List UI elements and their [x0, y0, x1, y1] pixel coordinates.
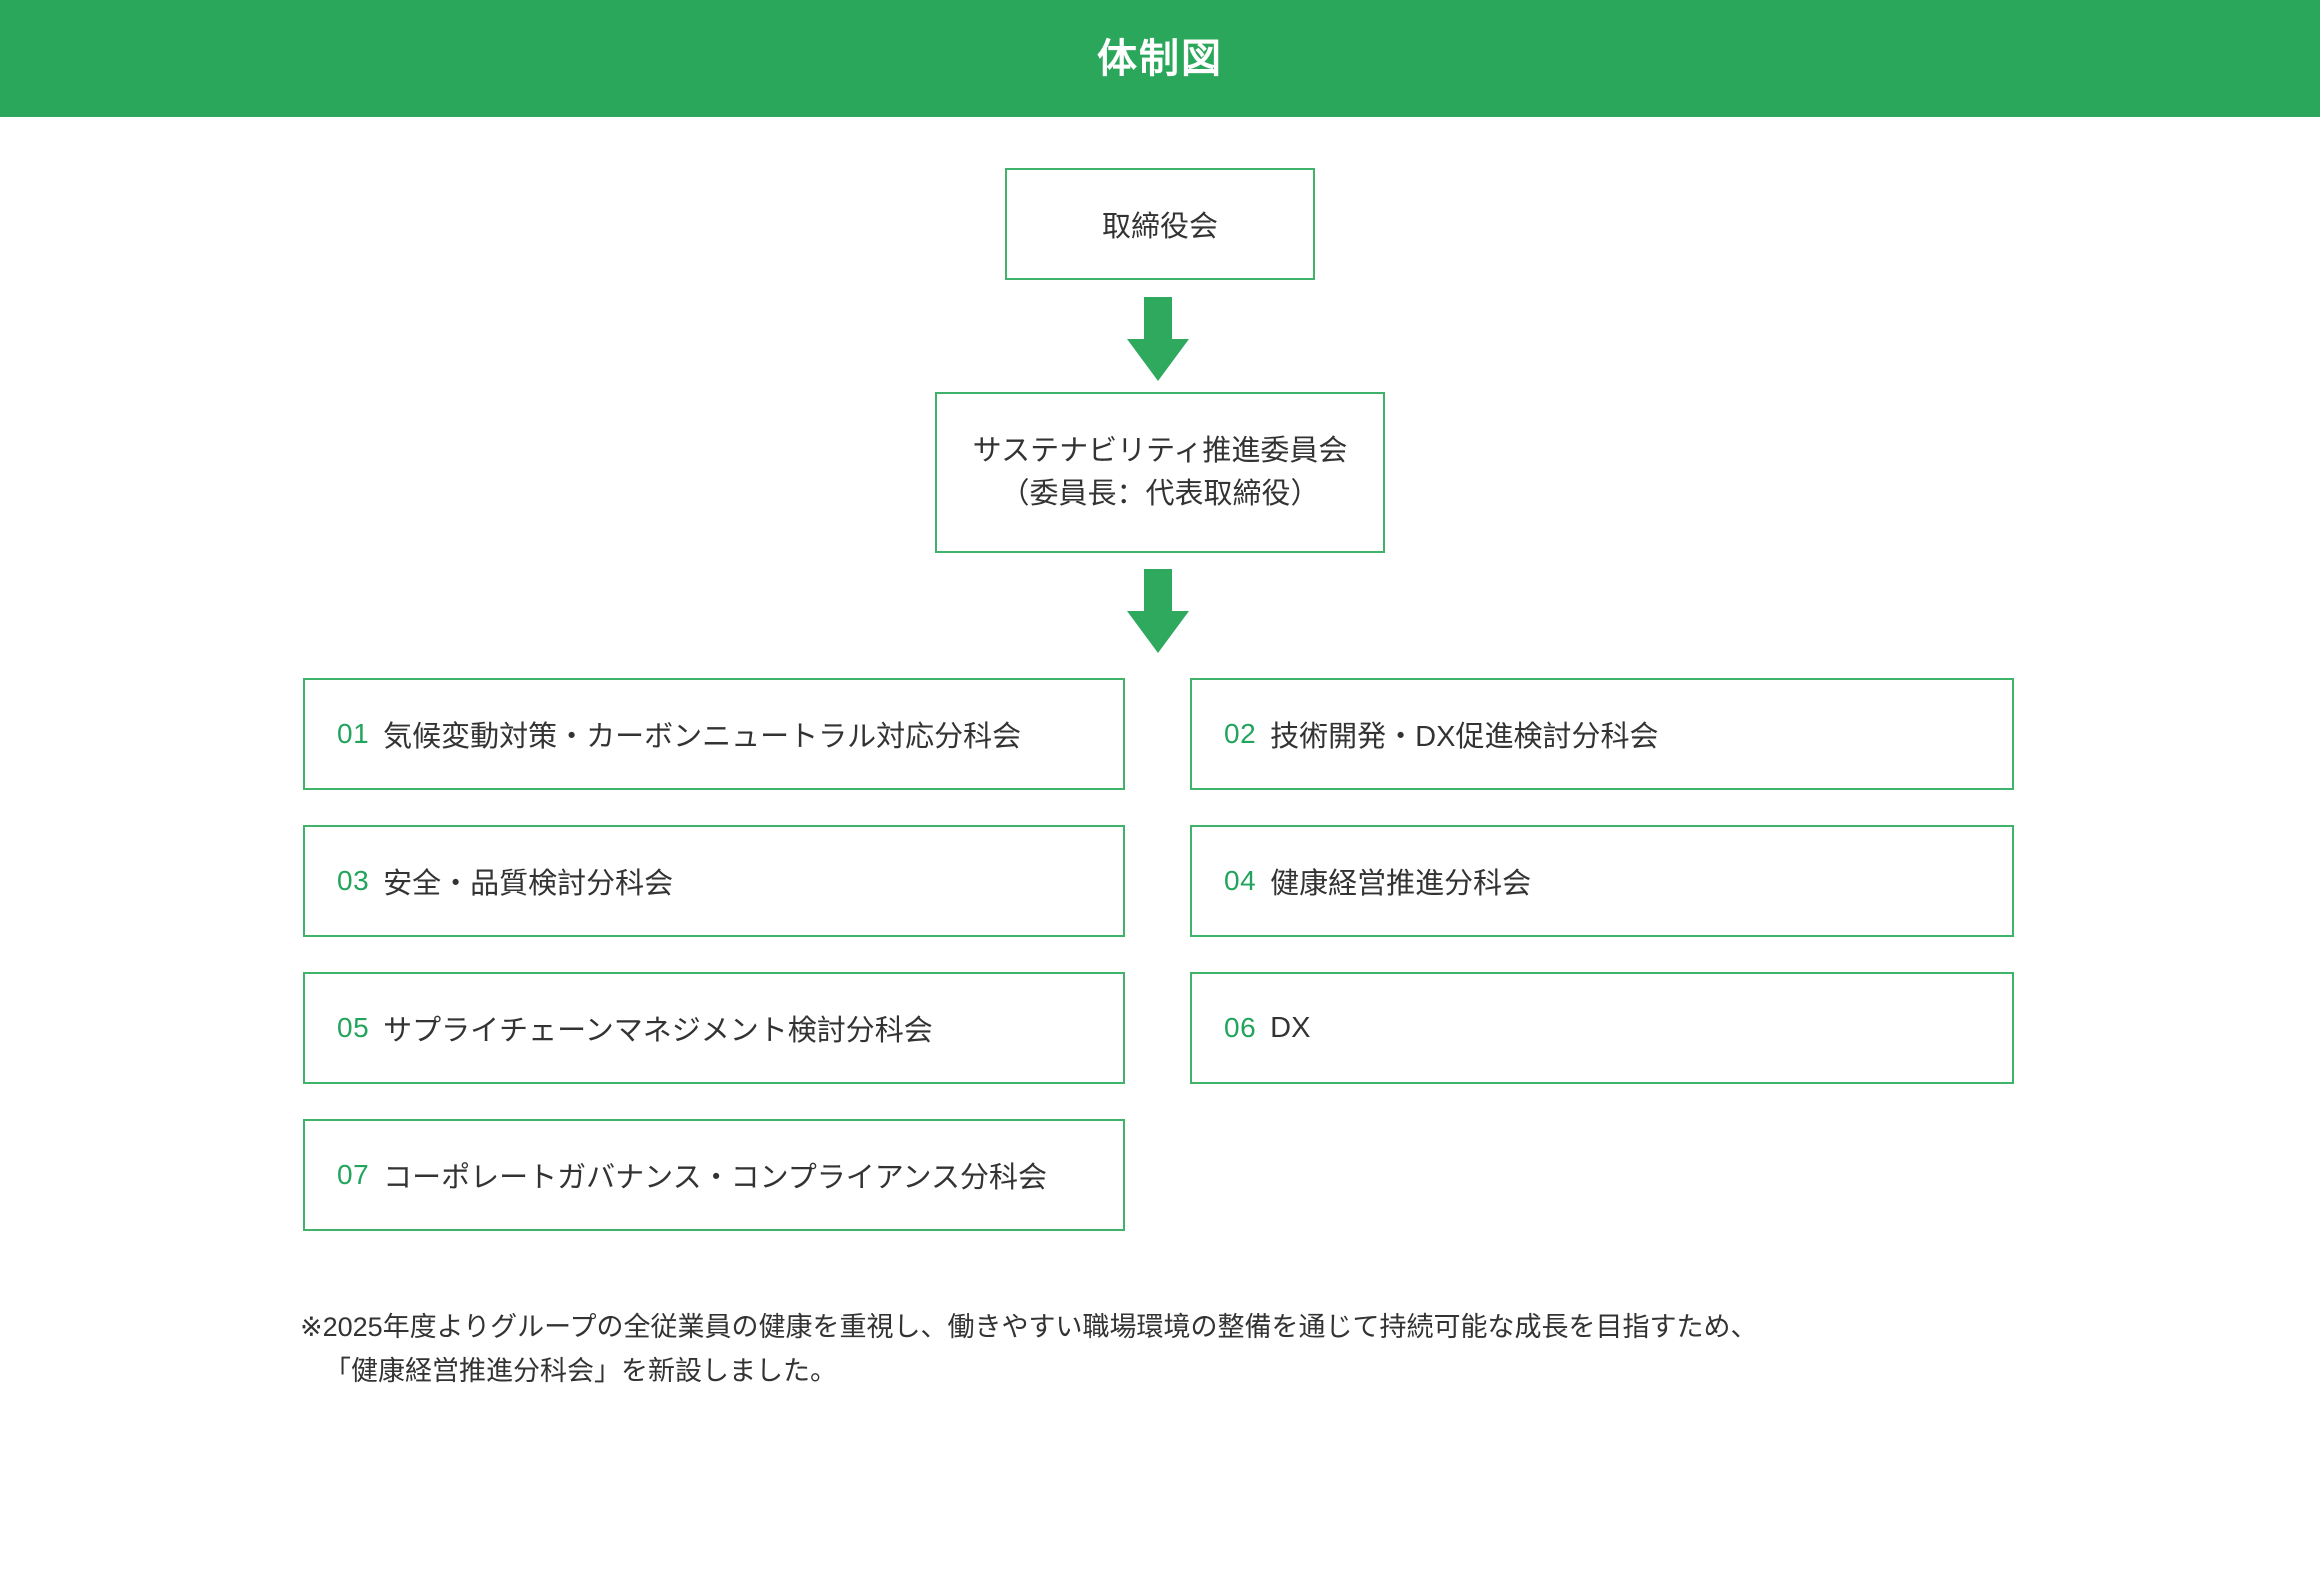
- footnote-line-2: 「健康経営推進分科会」を新設しました。: [324, 1355, 837, 1386]
- subcommittee-number-03: 03: [337, 865, 370, 896]
- subcommittee-label-07: コーポレートガバナンス・コンプライアンス分科会: [383, 1162, 1047, 1194]
- subcommittee-label-02: 技術開発・DX促進検討分科会: [1270, 721, 1659, 753]
- node-board-of-directors: 取締役会: [1005, 168, 1315, 280]
- subcommittee-number-05: 05: [337, 1012, 370, 1043]
- subcommittee-number-07: 07: [337, 1159, 370, 1190]
- subcommittee-label-04: 健康経営推進分科会: [1270, 868, 1532, 900]
- arrow-down-icon-committee-to-subcommittees: [1127, 569, 1189, 653]
- node-sustainability-committee: サステナビリティ推進委員会 （委員長：代表取締役）: [935, 392, 1385, 553]
- subcommittee-item-03: 03 安全・品質検討分科会: [303, 825, 1125, 937]
- subcommittee-number-01: 01: [337, 718, 370, 749]
- subcommittee-label-06: DX: [1270, 1011, 1311, 1044]
- footnote-note: ※2025年度よりグループの全従業員の健康を重視し、働きやすい職場環境の整備を通…: [300, 1306, 2100, 1393]
- arrow-down-icon-board-to-committee: [1127, 297, 1189, 381]
- node-board-label: 取締役会: [1101, 211, 1218, 243]
- page-title: 体制図: [1097, 36, 1223, 81]
- subcommittee-number-02: 02: [1224, 718, 1257, 749]
- subcommittee-number-04: 04: [1224, 865, 1257, 896]
- subcommittee-item-06: 06 DX: [1190, 972, 2014, 1084]
- subcommittee-label-03: 安全・品質検討分科会: [383, 868, 674, 900]
- subcommittee-item-05: 05 サプライチェーンマネジメント検討分科会: [303, 972, 1125, 1084]
- subcommittee-label-01: 気候変動対策・カーボンニュートラル対応分科会: [383, 721, 1022, 753]
- subcommittee-number-06: 06: [1224, 1012, 1257, 1043]
- subcommittee-item-01: 01 気候変動対策・カーボンニュートラル対応分科会: [303, 678, 1125, 790]
- node-committee-label-line1: サステナビリティ推進委員会: [972, 435, 1348, 468]
- footnote-line-1: ※2025年度よりグループの全従業員の健康を重視し、働きやすい職場環境の整備を通…: [300, 1312, 1758, 1342]
- subcommittee-item-07: 07 コーポレートガバナンス・コンプライアンス分科会: [303, 1119, 1125, 1231]
- page-header-band: 体制図: [0, 0, 2320, 117]
- subcommittee-item-04: 04 健康経営推進分科会: [1190, 825, 2014, 937]
- node-committee-label-line2: （委員長：代表取締役）: [1000, 477, 1320, 510]
- subcommittee-label-05: サプライチェーンマネジメント検討分科会: [383, 1015, 933, 1047]
- subcommittee-item-02: 02 技術開発・DX促進検討分科会: [1190, 678, 2014, 790]
